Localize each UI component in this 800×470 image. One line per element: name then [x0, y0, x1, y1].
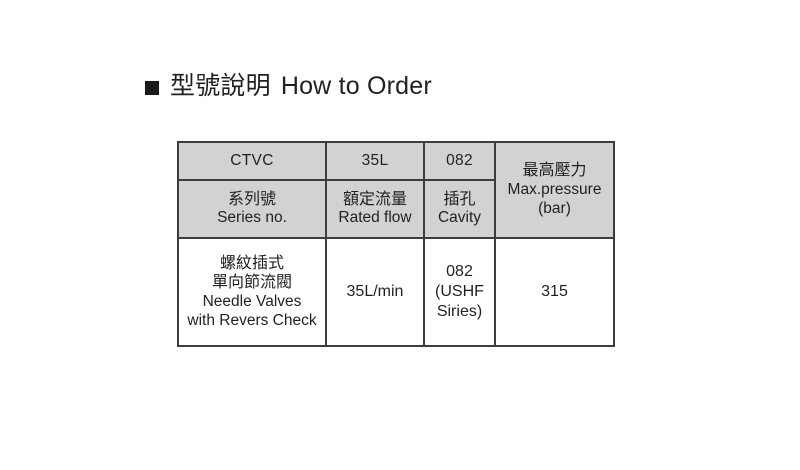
- series-desc-english-1: Needle Valves: [202, 292, 302, 310]
- cell-value-rated-flow: 35L/min: [325, 237, 425, 347]
- page-title-chinese: 型號說明: [170, 72, 271, 100]
- rated-flow-value: 35L/min: [346, 283, 404, 301]
- cell-label-series-no: 系列號 Series no.: [177, 179, 327, 239]
- cavity-value-series-2: Siries): [436, 302, 483, 320]
- how-to-order-table: CTVC 35L 082 最高壓力 Max.pressure (bar) 系列號…: [177, 141, 615, 347]
- label-series-no-chinese: 系列號: [227, 190, 276, 208]
- label-rated-flow-chinese: 額定流量: [342, 190, 407, 208]
- series-desc-chinese-1: 螺紋插式: [219, 254, 284, 272]
- series-desc-chinese-2: 單向節流閥: [211, 274, 292, 292]
- table-row-labels: 系列號 Series no. 額定流量 Rated flow 插孔 Cavity: [177, 179, 614, 239]
- cell-label-rated-flow: 額定流量 Rated flow: [325, 179, 425, 239]
- page-title: 型號說明 How to Order: [145, 74, 432, 99]
- label-rated-flow-english: Rated flow: [338, 209, 412, 227]
- cavity-value-series-1: (USHF: [435, 283, 484, 301]
- max-pressure-value: 315: [541, 283, 568, 301]
- cell-code-rated-flow: 35L: [325, 141, 425, 181]
- page-title-text: 型號說明 How to Order: [170, 74, 432, 99]
- table-row-values: 螺紋插式 單向節流閥 Needle Valves with Revers Che…: [177, 237, 615, 347]
- cavity-value-code: 082: [446, 263, 473, 281]
- table-row-code: CTVC 35L 082 最高壓力 Max.pressure (bar): [177, 141, 615, 239]
- cell-value-cavity: 082 (USHF Siries): [423, 237, 496, 347]
- cell-header-max-pressure: 最高壓力 Max.pressure (bar): [494, 141, 615, 239]
- label-cavity-chinese: 插孔: [443, 190, 476, 208]
- max-pressure-chinese: 最高壓力: [522, 162, 587, 180]
- filled-square-bullet-icon: [145, 80, 159, 95]
- max-pressure-unit: (bar): [538, 199, 571, 217]
- cell-code-cavity: 082: [423, 141, 496, 181]
- cell-value-max-pressure: 315: [494, 237, 615, 347]
- label-cavity-english: Cavity: [437, 209, 482, 227]
- label-series-no-english: Series no.: [217, 209, 287, 227]
- how-to-order-table-container: CTVC 35L 082 最高壓力 Max.pressure (bar) 系列號…: [177, 141, 615, 347]
- page-title-english: How to Order: [280, 72, 432, 100]
- series-desc-english-2: with Revers Check: [187, 311, 317, 329]
- cell-code-series-no: CTVC: [177, 141, 327, 181]
- max-pressure-english: Max.pressure: [507, 180, 602, 198]
- cell-value-series-desc: 螺紋插式 單向節流閥 Needle Valves with Revers Che…: [177, 237, 327, 347]
- cell-label-cavity: 插孔 Cavity: [423, 179, 496, 239]
